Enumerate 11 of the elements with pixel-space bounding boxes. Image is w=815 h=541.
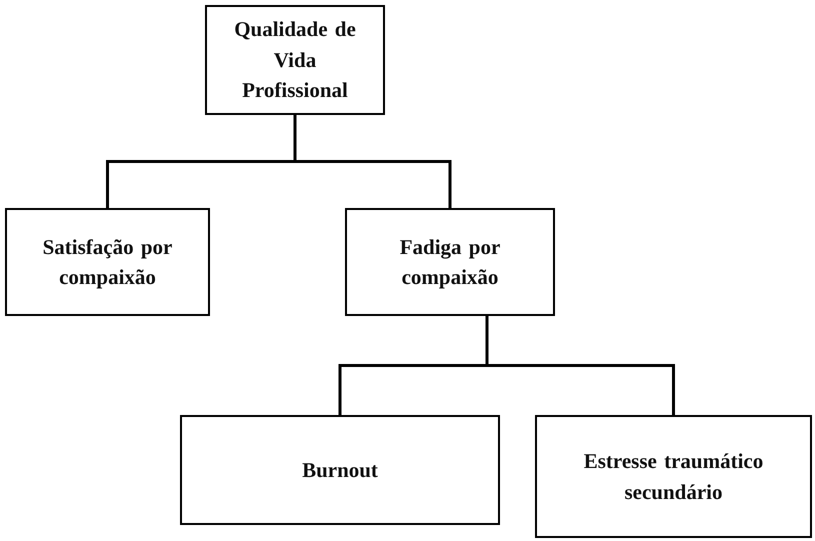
box-label: Estresse traumático secundário bbox=[582, 448, 764, 506]
box bbox=[535, 415, 812, 538]
box bbox=[345, 208, 555, 316]
box bbox=[5, 208, 210, 316]
box-label: Satisfação por compaixão bbox=[42, 234, 174, 291]
box-label: Burnout bbox=[302, 456, 378, 484]
connector-line bbox=[486, 316, 675, 415]
box bbox=[180, 415, 500, 525]
box-label: Fadiga por compaixão bbox=[398, 234, 502, 291]
box bbox=[205, 5, 385, 115]
box-label: Qualidade de Vida Profissional bbox=[233, 16, 357, 104]
